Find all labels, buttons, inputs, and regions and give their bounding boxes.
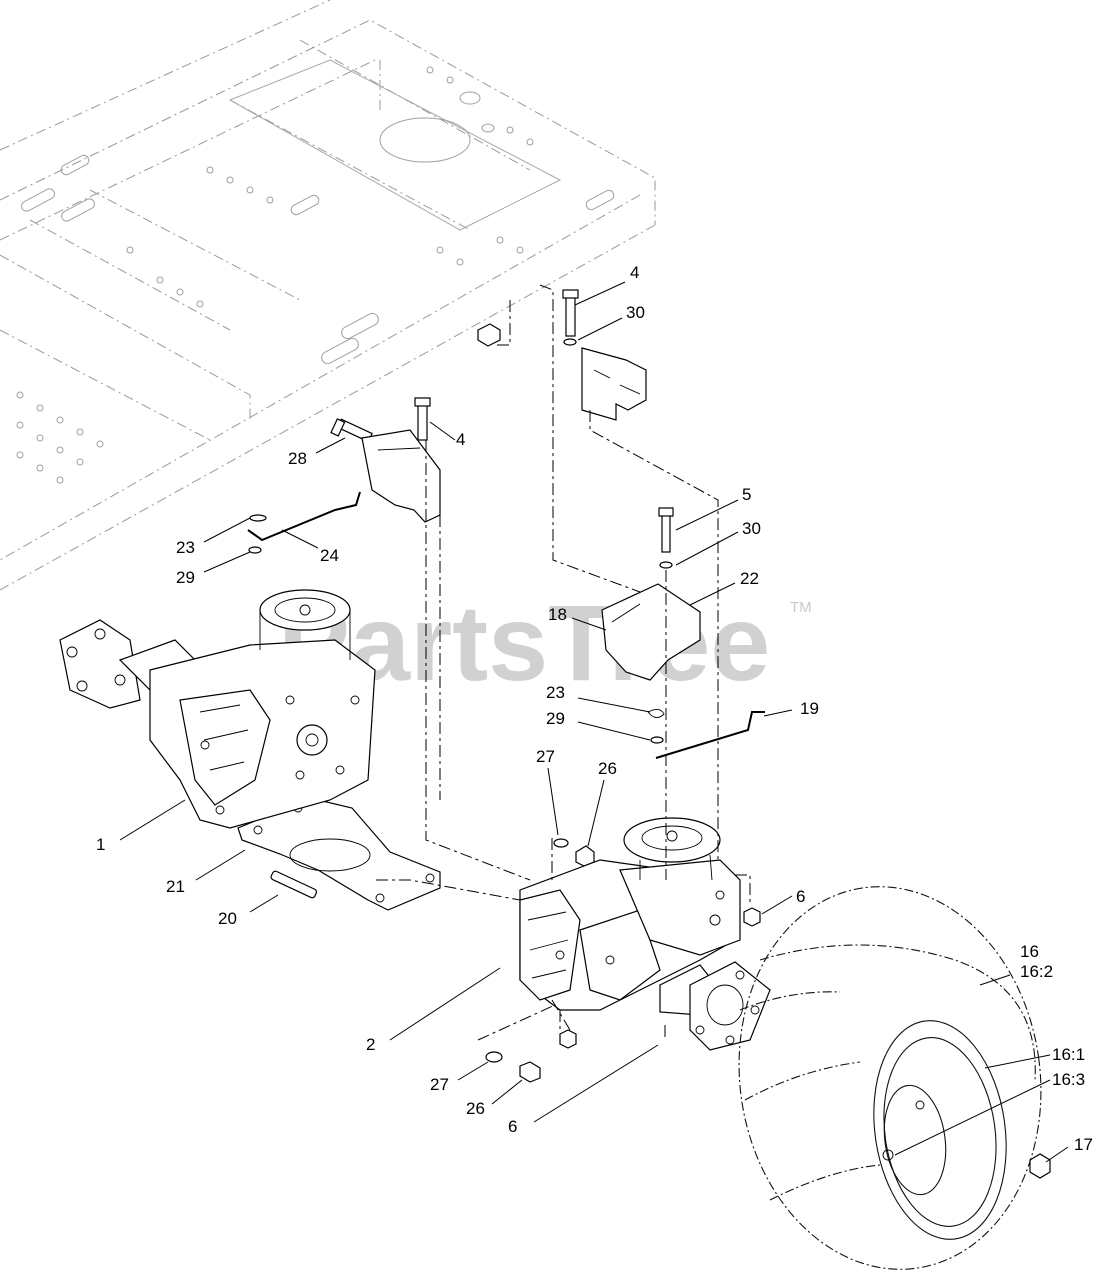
callout-5: 5 [742,485,751,504]
callout-22: 22 [740,569,759,588]
leader-lines [119,281,1069,1163]
callout-30-upper: 30 [626,303,645,322]
alignment-lines [376,284,751,1041]
callout-24: 24 [320,546,339,565]
callout-26-lower: 26 [466,1099,485,1118]
callout-6-right: 6 [796,887,805,906]
callout-16: 16 [1020,942,1039,961]
callout-29-right: 29 [546,709,565,728]
callout-4-upper: 4 [630,263,639,282]
callout-16-3: 16:3 [1052,1070,1085,1089]
transmission-right [519,817,771,1051]
transmission-left [59,589,376,829]
callout-29-left: 29 [176,568,195,587]
callout-17: 17 [1074,1135,1093,1154]
callout-labels: 4 30 4 28 23 29 24 5 30 22 18 23 29 19 2… [96,263,1093,1154]
watermark-trademark: TM [790,599,812,616]
frame-hole-pattern [16,66,534,484]
chassis-frame [0,0,656,591]
callout-1: 1 [96,835,105,854]
callout-23-left: 23 [176,538,195,557]
callout-2: 2 [366,1035,375,1054]
callout-21: 21 [166,877,185,896]
wheel-assembly [738,886,1042,1270]
callout-28: 28 [288,449,307,468]
callout-27-lower: 27 [430,1075,449,1094]
callout-27-upper: 27 [536,747,555,766]
brackets [237,347,701,911]
callout-20: 20 [218,909,237,928]
callout-16-2: 16:2 [1020,962,1053,981]
callout-26-upper: 26 [598,759,617,778]
callout-30-lower: 30 [742,519,761,538]
control-rods [247,491,765,759]
callout-23-right: 23 [546,683,565,702]
callout-19: 19 [800,699,819,718]
callout-16-1: 16:1 [1052,1045,1085,1064]
callout-18: 18 [548,605,567,624]
callout-6-lower: 6 [508,1117,517,1136]
callout-4-middle: 4 [456,430,465,449]
